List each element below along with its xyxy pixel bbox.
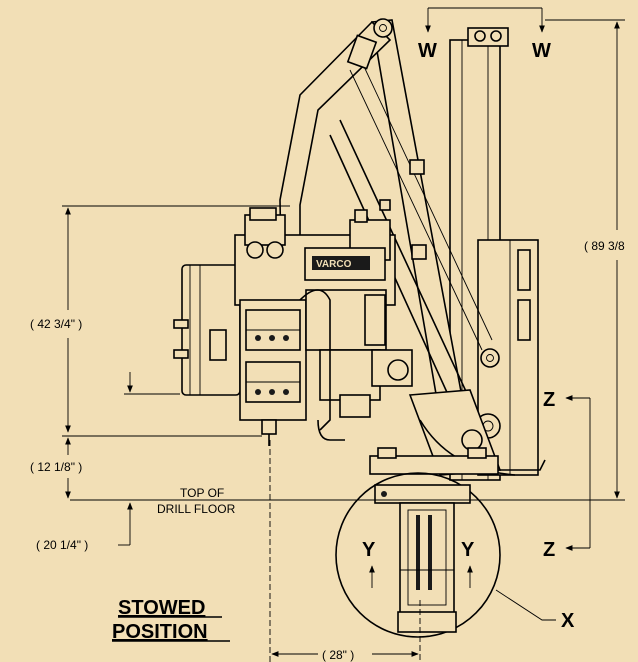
floor-bracket <box>335 447 501 638</box>
section-marker-w-right: W <box>532 40 551 62</box>
section-marker-z-upper: Z <box>543 389 555 411</box>
detail-marker-x: X <box>561 610 575 632</box>
dim-width-bottom: ( 28" ) <box>322 648 354 662</box>
dim-height-overall: ( 89 3/8 <box>584 239 625 253</box>
view-title-line2: POSITION <box>112 621 208 643</box>
dim-height-below: ( 20 1/4" ) <box>36 538 88 552</box>
section-marker-y-left: Y <box>362 539 376 561</box>
floor-label-line2: DRILL FLOOR <box>157 502 236 516</box>
dim-height-upper: ( 42 3/4" ) <box>30 317 82 331</box>
section-marker-z-lower: Z <box>543 539 555 561</box>
wrench-assembly: VARCO <box>173 207 413 446</box>
section-marker-y-right: Y <box>461 539 475 561</box>
dimension-lines <box>62 7 625 662</box>
svg-text:VARCO: VARCO <box>316 259 352 270</box>
floor-label-line1: TOP OF <box>180 486 224 500</box>
section-marker-w-left: W <box>418 40 437 62</box>
dim-height-middle: ( 12 1/8" ) <box>30 460 82 474</box>
view-title-line1: STOWED <box>118 597 205 619</box>
